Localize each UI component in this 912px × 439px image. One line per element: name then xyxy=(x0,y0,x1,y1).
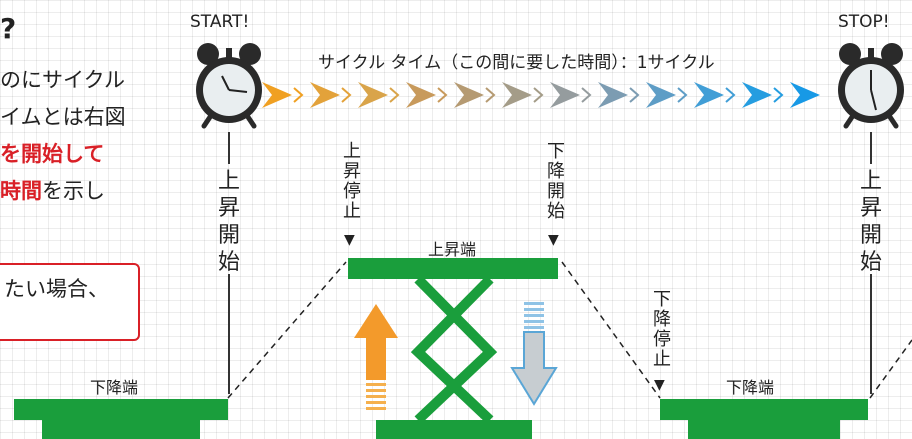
rise-path-line-right xyxy=(869,339,912,399)
intro-line-1: のにサイクル xyxy=(0,68,125,92)
callout-box: たい場合、 xyxy=(0,263,140,341)
chevron-arrow-row xyxy=(262,82,820,108)
down-arrow-icon xyxy=(510,302,558,406)
alarm-clock-icon-right xyxy=(838,43,904,129)
lift-base xyxy=(376,420,532,439)
callout-text: たい場合、 xyxy=(4,277,109,301)
chevron-arrow-icon xyxy=(358,82,400,108)
descend-start-label: 下降開始 xyxy=(547,141,565,222)
bottom-end-left-label: 下降端 xyxy=(90,378,139,397)
chevron-arrow-icon xyxy=(694,82,736,108)
right-timeline-line-top xyxy=(870,132,872,164)
left-timeline-line-bottom xyxy=(228,274,230,394)
right-bottom-base xyxy=(688,420,840,439)
rise-stop-label: 上昇停止 xyxy=(343,141,361,222)
left-bottom-base xyxy=(42,420,200,439)
right-bottom-platform xyxy=(660,399,868,420)
intro-line-4-highlight: 時間 xyxy=(0,179,42,203)
rise-stop-marker: ▼ xyxy=(344,232,355,248)
scissor-lift xyxy=(410,275,498,424)
chevron-arrow-icon xyxy=(790,82,820,108)
descend-stop-label: 下降停止 xyxy=(653,289,671,370)
alarm-clock-icon xyxy=(196,43,262,129)
rise-start-label: 上昇開始 xyxy=(217,169,240,275)
intro-line-4: 時間を示し xyxy=(0,175,105,207)
chevron-arrow-icon xyxy=(598,82,640,108)
chevron-arrow-icon xyxy=(742,82,784,108)
descend-path-line xyxy=(561,261,661,399)
stop-label: STOP! xyxy=(838,12,890,32)
question-mark: ? xyxy=(0,12,17,45)
left-timeline-line-top xyxy=(228,132,230,164)
intro-line-2: イムとは右図 xyxy=(0,105,126,129)
chevron-arrow-icon xyxy=(406,82,448,108)
chevron-arrow-icon xyxy=(262,82,304,108)
right-timeline-line-bottom xyxy=(870,274,872,394)
start-label: START! xyxy=(190,12,250,32)
chevron-arrow-icon xyxy=(550,82,592,108)
intro-line-4-rest: を示し xyxy=(42,179,105,203)
chevron-arrow-icon xyxy=(646,82,688,108)
cycle-time-label: サイクル タイム（この間に要した時間）：1サイクル xyxy=(318,53,715,73)
chevron-arrow-icon xyxy=(310,82,352,108)
rise-start-right-label: 上昇開始 xyxy=(859,169,882,275)
descend-start-marker: ▼ xyxy=(548,232,559,248)
top-end-label: 上昇端 xyxy=(428,240,477,259)
chevron-arrow-icon xyxy=(502,82,544,108)
bottom-end-right-label: 下降端 xyxy=(726,378,775,397)
top-platform xyxy=(348,258,558,279)
rise-path-line xyxy=(227,261,347,399)
chevron-arrow-icon xyxy=(454,82,496,108)
left-bottom-platform xyxy=(14,399,228,420)
up-arrow-icon xyxy=(354,304,398,410)
intro-line-3: を開始して xyxy=(0,142,105,166)
descend-stop-marker: ▼ xyxy=(654,377,665,393)
